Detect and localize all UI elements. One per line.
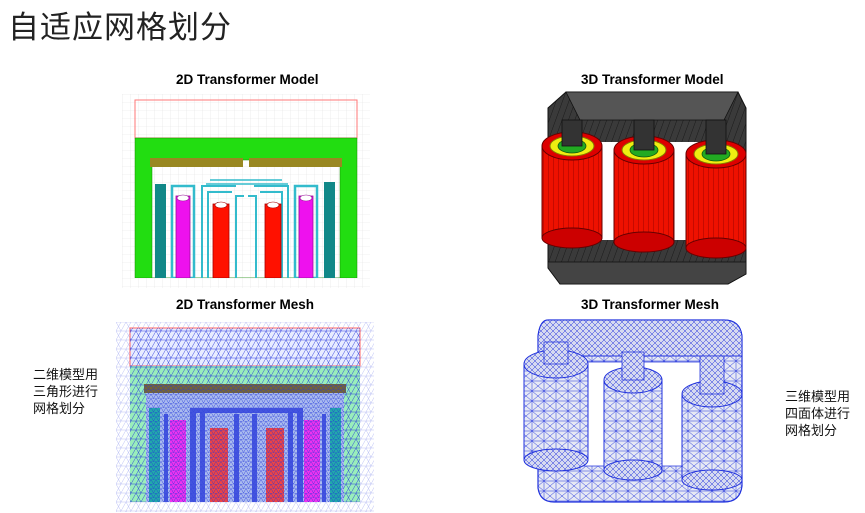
note-3d-line-3: 网格划分	[785, 424, 838, 439]
label-3d-mesh: 3D Transformer Mesh	[581, 297, 720, 312]
note-3d-line-1: 三维模型用	[785, 390, 851, 405]
mesh-coil-right	[681, 355, 743, 491]
mesh-3d-figure	[523, 319, 743, 503]
note-3d-line-2: 四面体进行	[785, 407, 851, 422]
page-title: 自适应网格划分	[8, 10, 232, 46]
label-2d-model: 2D Transformer Model	[176, 72, 319, 87]
label-3d-model: 3D Transformer Model	[581, 72, 724, 87]
coil-left	[541, 119, 603, 249]
note-3d-mesh: 三维模型用 四面体进行 网格划分	[785, 389, 850, 440]
coil-middle	[613, 119, 675, 253]
mesh-2d-figure	[116, 322, 374, 512]
model-2d-figure	[122, 94, 370, 288]
model-3d-figure	[541, 91, 747, 285]
note-2d-mesh: 二维模型用 三角形进行 网格划分	[33, 367, 98, 418]
note-2d-line-1: 二维模型用	[33, 368, 99, 383]
mesh-coil-middle	[603, 351, 663, 481]
label-2d-mesh: 2D Transformer Mesh	[176, 297, 315, 312]
mesh-coil-left	[523, 341, 589, 472]
coil-right	[685, 119, 747, 259]
note-2d-line-3: 网格划分	[33, 402, 86, 417]
note-2d-line-2: 三角形进行	[33, 385, 99, 400]
